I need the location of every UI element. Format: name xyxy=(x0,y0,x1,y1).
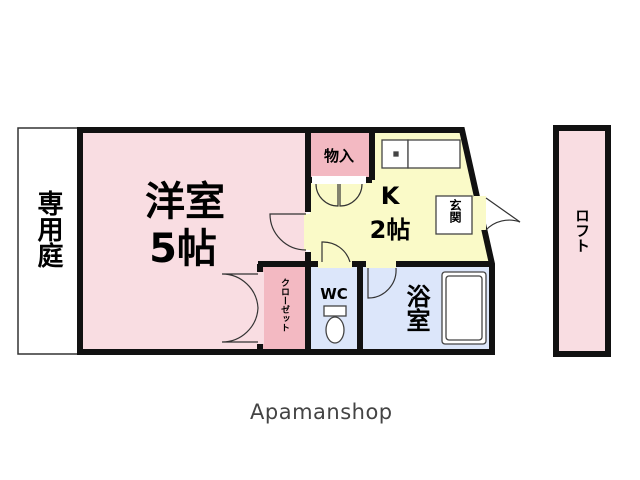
bathtub xyxy=(441,271,487,345)
entrance-label: 玄関 xyxy=(448,198,462,224)
fixtures xyxy=(323,139,487,345)
bathroom-label: 浴室 xyxy=(402,284,430,332)
storage-room xyxy=(310,132,370,180)
closet-label: クローゼット xyxy=(279,278,290,332)
toilet-bowl xyxy=(325,316,345,344)
kitchen-name: K xyxy=(381,182,401,210)
brand-watermark: Apamanshop xyxy=(250,400,393,424)
loft-label: ロフト xyxy=(573,208,591,253)
storage-label: 物入 xyxy=(324,147,354,165)
western-room-name: 洋室 xyxy=(145,179,225,225)
loft-room xyxy=(553,125,611,357)
private-garden-area xyxy=(17,127,79,355)
door-openings xyxy=(256,176,486,344)
closet-room xyxy=(262,266,306,350)
bathtub-inner xyxy=(445,275,483,341)
western-room-size: 5帖 xyxy=(149,226,217,272)
toilet-tank xyxy=(323,305,347,317)
entrance-area xyxy=(435,195,473,235)
toilet-label: WC xyxy=(320,285,348,303)
door-swings xyxy=(221,183,521,343)
counter xyxy=(407,139,461,169)
private-garden-label: 専用庭 xyxy=(33,190,63,269)
kitchen-size: 2帖 xyxy=(370,216,411,244)
